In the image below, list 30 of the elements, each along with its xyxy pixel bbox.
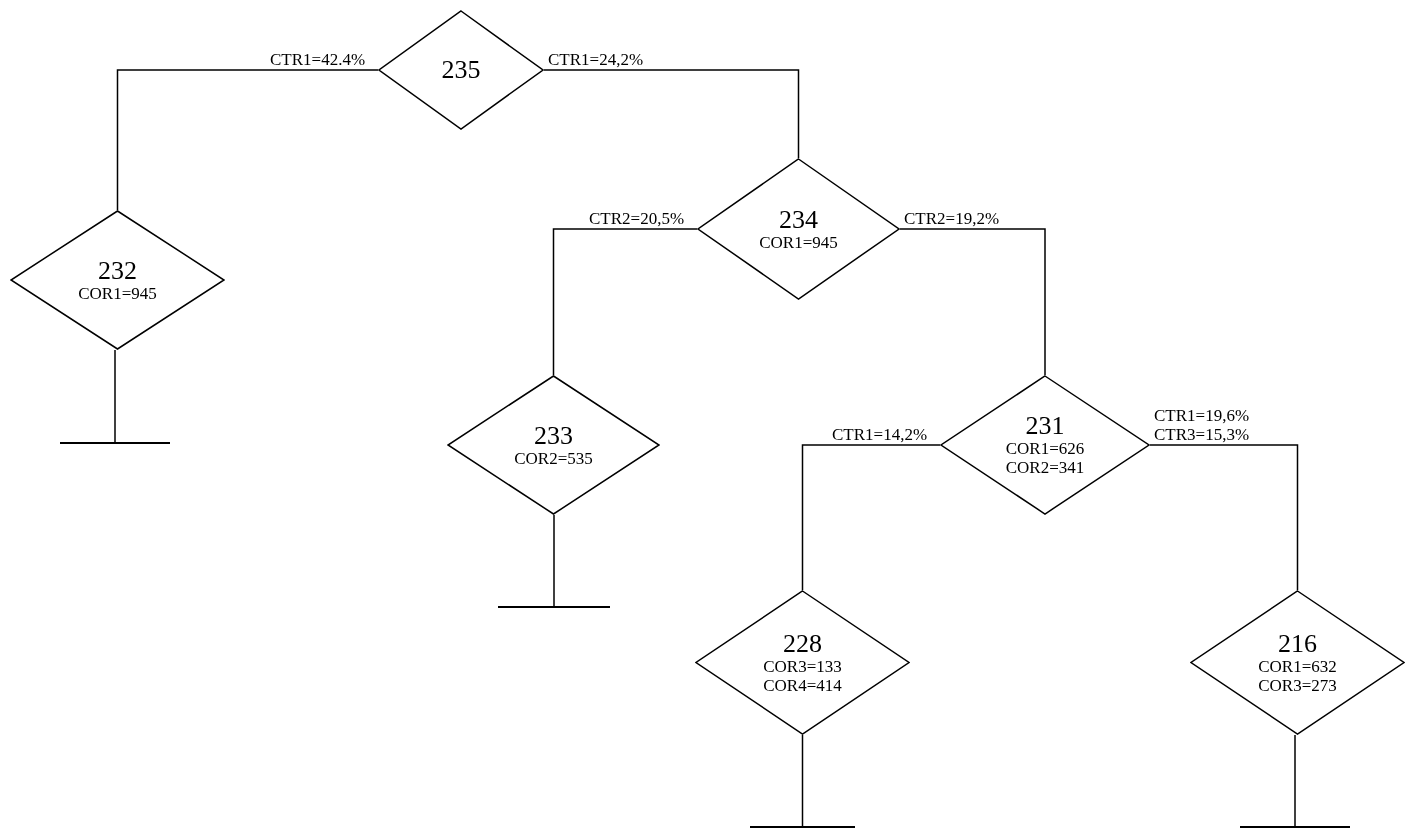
decision-diamond bbox=[378, 10, 544, 130]
node-value: COR1=632 COR3=273 bbox=[1257, 656, 1338, 695]
connector-line bbox=[553, 514, 555, 607]
connector-line bbox=[543, 69, 800, 159]
decision-diamond bbox=[1190, 590, 1405, 735]
node-number: 231 bbox=[1025, 413, 1065, 439]
node-value: COR1=945 bbox=[758, 232, 839, 252]
connector-line bbox=[1149, 444, 1299, 591]
node-value: COR1=626 COR2=341 bbox=[1005, 439, 1085, 477]
node-number: 235 bbox=[441, 57, 481, 83]
connector-line bbox=[552, 228, 698, 376]
node-number: 216 bbox=[1278, 630, 1317, 657]
connector-line bbox=[899, 228, 1046, 376]
connector-line bbox=[116, 69, 379, 211]
connector-line bbox=[1294, 734, 1296, 827]
node-number: 234 bbox=[779, 206, 818, 233]
decision-diamond bbox=[697, 158, 900, 300]
connector-line bbox=[801, 734, 804, 827]
node-number: 232 bbox=[98, 257, 137, 284]
node-value: COR3=133 COR4=414 bbox=[762, 656, 843, 695]
connector-line bbox=[114, 349, 116, 443]
connector-line bbox=[801, 444, 941, 591]
node-value: COR1=945 bbox=[77, 283, 158, 303]
decision-diamond bbox=[10, 210, 225, 350]
decision-diamond bbox=[695, 590, 910, 735]
node-number: 228 bbox=[783, 630, 822, 657]
node-value: COR2=535 bbox=[513, 448, 594, 468]
decision-diamond bbox=[447, 375, 660, 515]
node-number: 233 bbox=[534, 422, 573, 449]
decision-diamond bbox=[940, 375, 1150, 515]
